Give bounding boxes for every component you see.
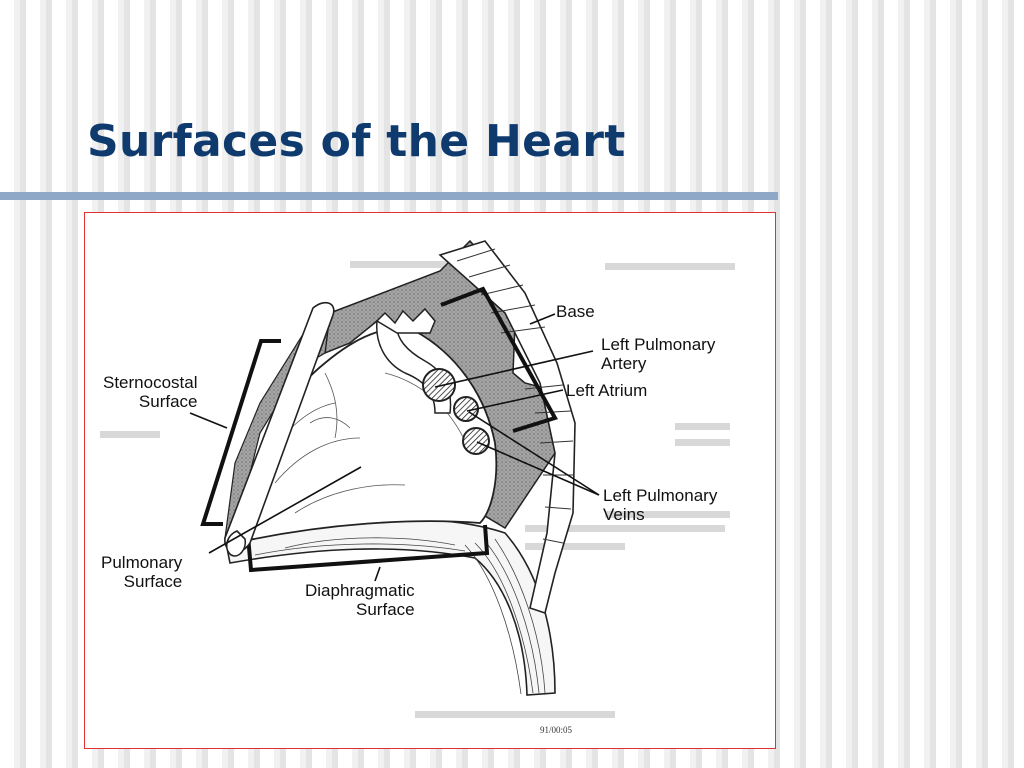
label-left-pulmonary-artery: Left Pulmonary Artery xyxy=(601,335,716,373)
heart-diagram-figure: 91/00:05 Base Left Pulmonary Artery Left… xyxy=(84,212,776,749)
label-left-atrium: Left Atrium xyxy=(566,381,648,400)
diaphragmatic-bracket xyxy=(246,524,490,573)
label-sternocostal-surface: Sternocostal Surface xyxy=(103,373,198,411)
label-diaphragmatic-surface: Diaphragmatic Surface xyxy=(305,581,415,619)
faded-background-text xyxy=(100,261,735,718)
base-bracket xyxy=(440,286,558,433)
leader-lines xyxy=(189,313,600,582)
sternocostal-bracket xyxy=(200,339,281,526)
figure-signature: 91/00:05 xyxy=(540,725,573,735)
label-pulmonary-surface: Pulmonary Surface xyxy=(101,553,183,591)
sternum-tip xyxy=(225,530,247,557)
title-divider xyxy=(0,192,778,200)
diaphragm-striations xyxy=(254,537,546,695)
label-left-pulmonary-veins: Left Pulmonary Veins xyxy=(603,486,718,524)
left-pulmonary-artery-cut xyxy=(422,368,456,402)
lower-pulmonary-vein-cut xyxy=(462,427,490,455)
heart-illustration: 91/00:05 xyxy=(100,239,735,735)
aortic-branches xyxy=(375,307,436,334)
label-base: Base xyxy=(556,302,595,321)
slide-title: Surfaces of the Heart xyxy=(87,116,626,167)
